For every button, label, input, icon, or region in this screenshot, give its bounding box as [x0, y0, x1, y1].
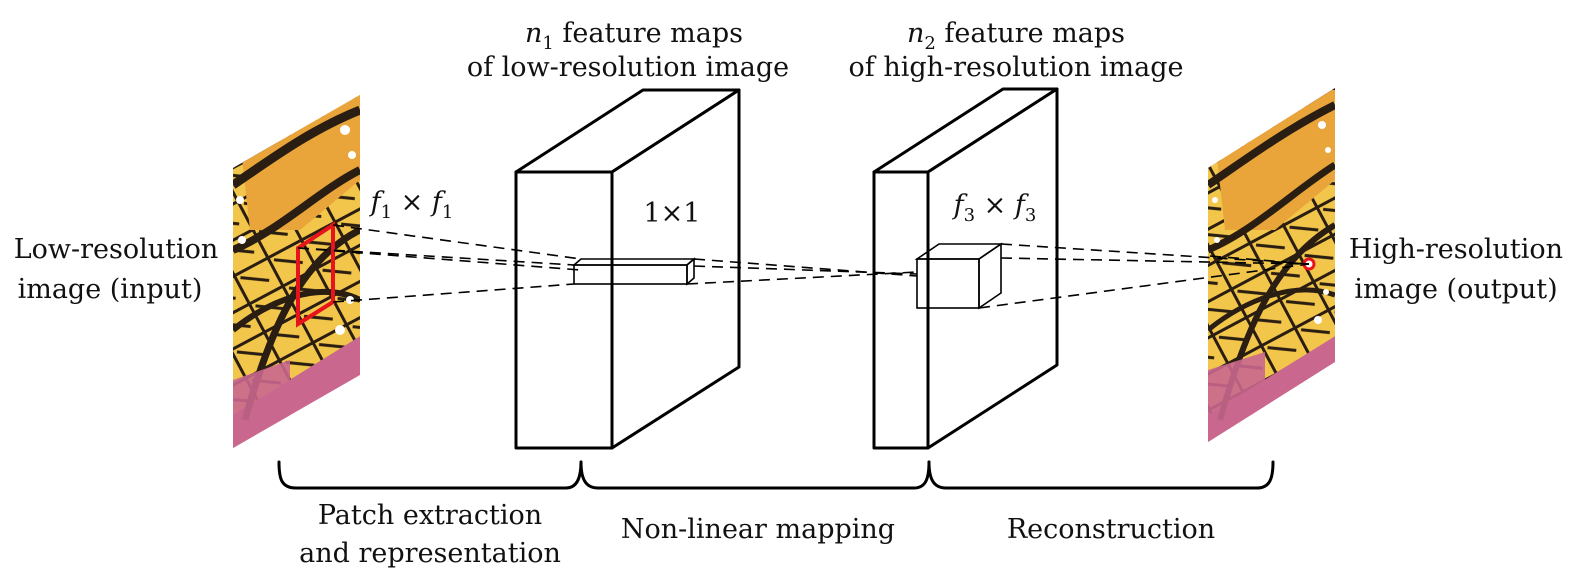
- layer1-title: n1 feature maps: [525, 18, 743, 54]
- filter1-a-sub: 1: [381, 202, 392, 223]
- layer2-sub: 2: [924, 33, 935, 54]
- layer1-sub: 1: [542, 33, 553, 54]
- feature-block-2: [872, 87, 1059, 450]
- filter3-a-sub: 3: [964, 205, 975, 226]
- input-image: [233, 95, 360, 448]
- input-label-line2: image (input): [18, 274, 203, 305]
- output-image: [1208, 88, 1335, 442]
- layer1-subtitle: of low-resolution image: [467, 52, 789, 83]
- stage-mapping: Non-linear mapping: [621, 514, 895, 545]
- layer2-title: n2 feature maps: [907, 18, 1125, 54]
- input-label-line1: Low-resolution: [14, 234, 219, 265]
- stage-reconstruction: Reconstruction: [1007, 514, 1215, 545]
- stage-patch-line2: and representation: [299, 538, 561, 569]
- filter3-a: f: [952, 190, 968, 221]
- filter3-label: f3 × f3: [952, 190, 1037, 226]
- output-label-line2: image (output): [1354, 274, 1557, 305]
- feature-block-1: [514, 88, 741, 450]
- filter1-b-sub: 1: [442, 202, 453, 223]
- filter3-times: ×: [975, 190, 1015, 221]
- filter3-b-sub: 3: [1025, 205, 1036, 226]
- filter1-b: f: [430, 187, 446, 218]
- layer2-subtitle: of high-resolution image: [849, 52, 1184, 83]
- layer2-var: n: [907, 18, 924, 49]
- filter2-label: 1×1: [644, 198, 701, 229]
- filter1-a: f: [369, 187, 385, 218]
- projection-lines: [297, 224, 1310, 309]
- layer2-title-rest: feature maps: [936, 18, 1125, 49]
- layer1-title-rest: feature maps: [554, 18, 743, 49]
- output-label-line1: High-resolution: [1349, 234, 1563, 265]
- stage-patch-line1: Patch extraction: [318, 500, 542, 531]
- filter1-times: ×: [392, 187, 432, 218]
- filter3-b: f: [1013, 190, 1029, 221]
- filter1-label: f1 × f1: [369, 187, 454, 223]
- stage-braces: [277, 460, 1275, 490]
- layer1-var: n: [525, 18, 542, 49]
